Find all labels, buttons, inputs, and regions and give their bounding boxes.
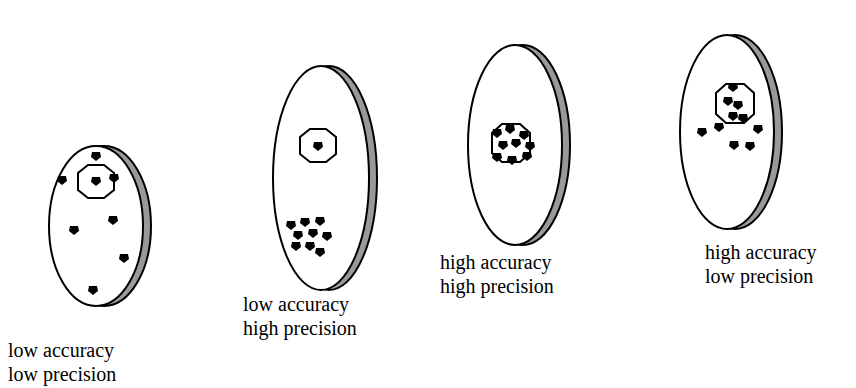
target-caption: high accuracy high precision (440, 250, 572, 298)
target-caption: low accuracy low precision (8, 338, 140, 386)
target (680, 35, 782, 229)
target (273, 66, 377, 290)
target-caption: high accuracy low precision (705, 240, 837, 288)
hit-marks (57, 83, 763, 295)
target (468, 45, 570, 245)
target-caption: low accuracy high precision (243, 292, 375, 340)
target (49, 146, 151, 306)
